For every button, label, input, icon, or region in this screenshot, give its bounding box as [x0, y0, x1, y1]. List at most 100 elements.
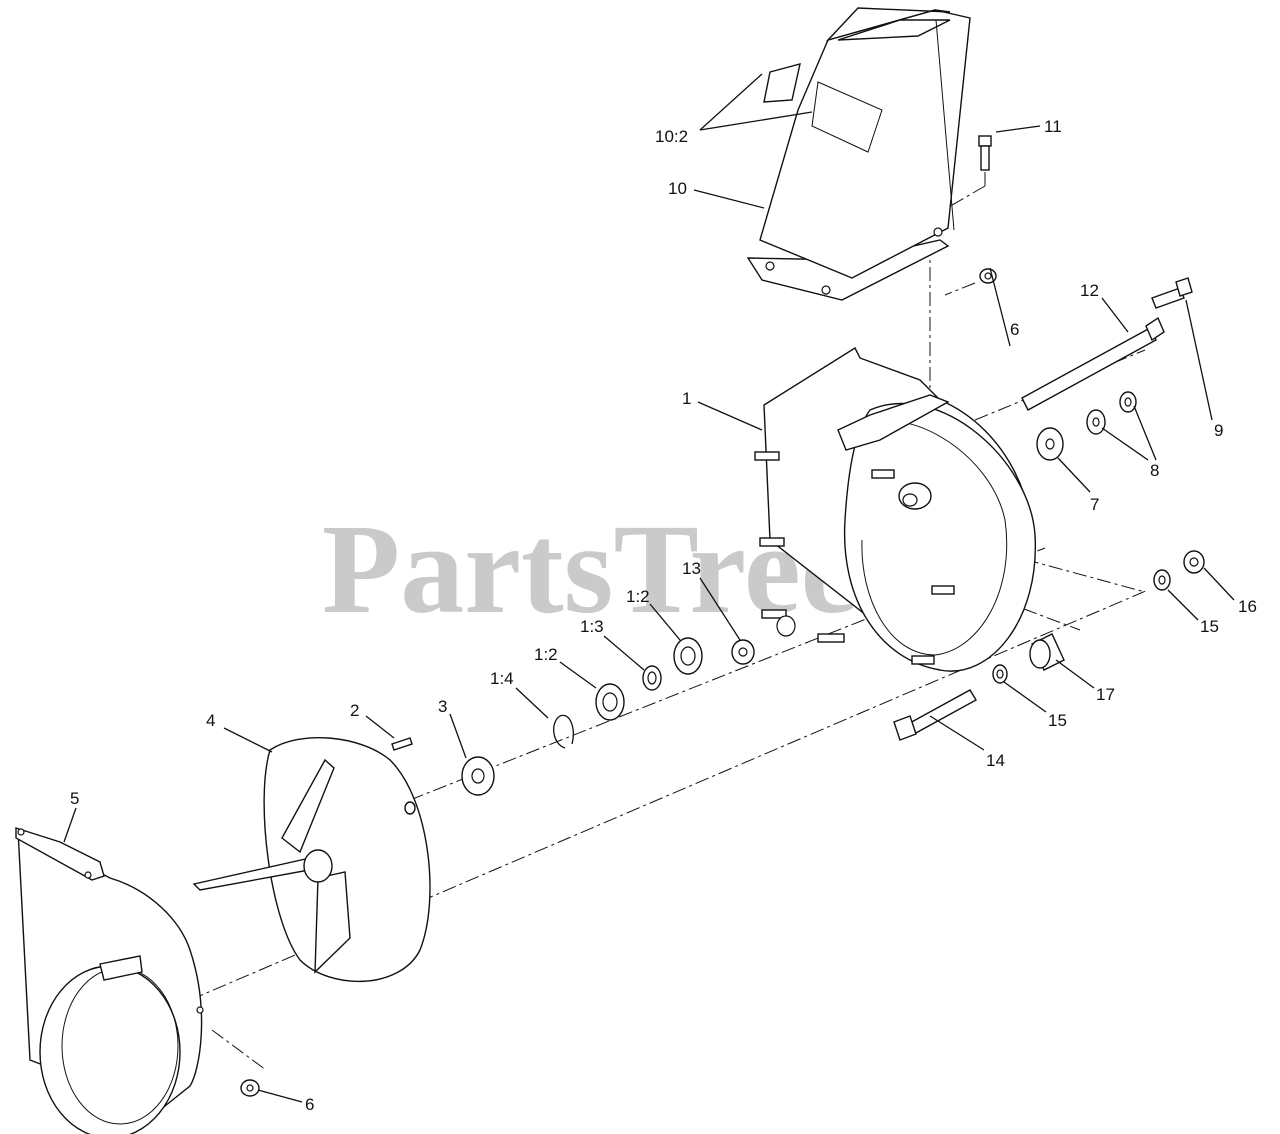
callout-13: 13 [682, 559, 701, 578]
washer-15-upper [1153, 569, 1171, 591]
leader-15b [1003, 681, 1047, 713]
callout-labels: 10:2 11 10 12 6 1 9 8 7 13 1:2 1:3 1:2 1… [70, 117, 1257, 1114]
leader-8b [1133, 405, 1157, 461]
washer-3-hole [471, 768, 485, 784]
leader-17 [1055, 659, 1095, 689]
cover-outlet-ring [39, 965, 181, 1134]
impeller-shaft-stub [404, 801, 416, 815]
callout-7: 7 [1090, 495, 1099, 514]
snap-ring-1-4 [553, 714, 574, 749]
callout-3: 3 [438, 697, 447, 716]
leader-12 [1101, 297, 1129, 333]
impeller-blade-upper [281, 758, 335, 854]
leader-2 [365, 715, 395, 739]
callout-2: 2 [350, 701, 359, 720]
nut-6-top-hole [984, 272, 992, 280]
leader-10-2b [699, 111, 813, 131]
impeller-back-disc [263, 736, 431, 983]
leader-15a [1167, 589, 1199, 621]
impeller-hub [303, 849, 333, 883]
callout-9: 9 [1214, 421, 1223, 440]
cover-hole-1 [17, 828, 25, 836]
bolt-14-head [893, 715, 917, 741]
leader-1-2a [649, 603, 681, 641]
cover-hole-3 [196, 1006, 204, 1014]
housing-bearing-hole [776, 615, 796, 637]
callout-1-4: 1:4 [490, 669, 514, 688]
bearing-1-2-upper-inner [680, 646, 696, 666]
leader-9 [1185, 299, 1213, 421]
leader-1-2b [559, 661, 597, 689]
leader-8a [1101, 427, 1149, 461]
nut-6-axis-line [211, 1029, 267, 1071]
cover-latch-tab [99, 955, 143, 981]
callout-1-2b: 1:2 [534, 645, 558, 664]
housing-top-bracket [837, 394, 950, 451]
washer-15-lower-hole [996, 669, 1004, 679]
washer-7-hole [1045, 438, 1055, 450]
bolt-11-shank [980, 145, 990, 171]
housing-tab-1 [754, 451, 780, 461]
callout-6-bottom: 6 [305, 1095, 314, 1114]
nut-6-top-axis-line [944, 282, 976, 296]
washers-8 [1086, 391, 1137, 435]
impeller-blade-lower [314, 871, 351, 974]
key-2-body [391, 737, 413, 751]
callout-1: 1 [682, 389, 691, 408]
bearing-1-2-lower [595, 683, 625, 721]
housing-tab-3 [761, 609, 787, 619]
housing-tab-2 [759, 537, 785, 547]
leader-7 [1057, 457, 1091, 493]
nut-6-bottom [240, 1079, 260, 1097]
housing-tab-6 [931, 585, 955, 595]
nut-16 [1183, 550, 1205, 574]
leader-10 [693, 189, 765, 209]
chute-decal-flap [763, 63, 801, 103]
chute-mount-hole-left [765, 261, 775, 271]
washer-15-upper-hole [1158, 575, 1166, 585]
nut-16-hole [1189, 557, 1199, 567]
bolt-9-head [1175, 277, 1193, 297]
nut-13 [731, 639, 755, 665]
spacer-17-end [1029, 639, 1051, 669]
bolt-11 [978, 135, 992, 171]
spacer-17 [1029, 633, 1065, 671]
chute-decal-window [811, 81, 883, 153]
washer-8a-hole [1092, 417, 1100, 427]
bolt-11-head [978, 135, 992, 147]
callout-1-2a: 1:2 [626, 587, 650, 606]
leader-6-bottom [257, 1089, 303, 1103]
leader-1-3 [603, 635, 645, 671]
bolt-14-shank [907, 689, 977, 735]
leader-1-4 [515, 687, 549, 719]
leader-3 [449, 713, 467, 759]
bolt-9 [1151, 277, 1193, 309]
leader-16 [1203, 567, 1235, 601]
chute-side-edge [935, 19, 955, 231]
snap-ring-1-4-body [553, 714, 574, 749]
bolt-14 [893, 689, 977, 741]
housing-tab-4 [817, 633, 845, 643]
callout-12: 12 [1080, 281, 1099, 300]
chute-opening [837, 19, 951, 41]
cover-mount-arm [15, 827, 105, 881]
leader-4 [223, 727, 273, 753]
long-bolt-12-head [1145, 316, 1165, 342]
callout-10: 10 [668, 179, 687, 198]
leader-10-2a [699, 73, 763, 131]
callout-6-top: 6 [1010, 320, 1019, 339]
washer-15-lower [992, 664, 1008, 684]
housing-shaft-hole [902, 493, 918, 507]
leader-6-top [989, 267, 1011, 347]
callout-15a: 15 [1200, 617, 1219, 636]
callout-14: 14 [986, 751, 1005, 770]
chute-mount-hole-right [933, 227, 943, 237]
nut-6-bottom-hole [246, 1084, 254, 1092]
cover-hole-2 [84, 871, 92, 879]
callout-8: 8 [1150, 461, 1159, 480]
spacer-1-3 [642, 665, 662, 691]
washer-8b-hole [1124, 397, 1132, 407]
callout-1-3: 1:3 [580, 617, 604, 636]
callout-15b: 15 [1048, 711, 1067, 730]
